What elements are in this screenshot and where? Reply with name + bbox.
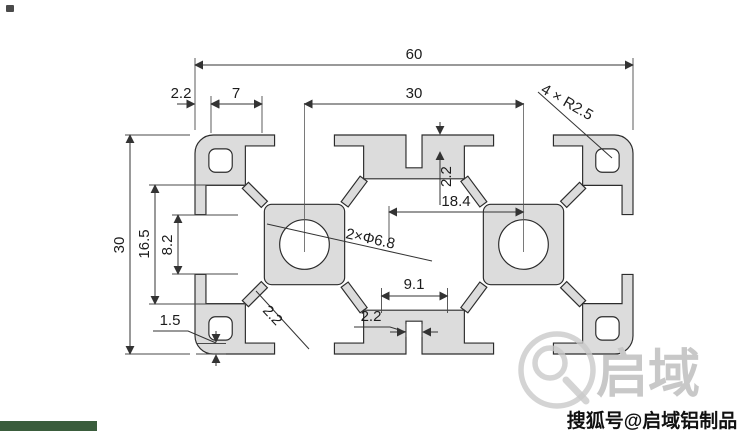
dim-hole-spacing: 30 — [303, 85, 525, 252]
dim-label-lip-thickness: 1.5 — [160, 312, 181, 329]
dim-label-tab-width: 7 — [232, 85, 240, 102]
dim-slot-wall: 2.2 — [255, 290, 310, 350]
green-bar — [0, 421, 97, 431]
dim-cavity-width: 18.4 — [388, 193, 525, 242]
profile-webs — [241, 175, 587, 314]
dim-bottom-block: 9.1 — [380, 276, 449, 313]
watermark-brand-text: 启域 — [596, 344, 700, 405]
dim-label-slot-wall: 2.2 — [259, 302, 286, 329]
dim-tab-width: 7 — [210, 85, 263, 133]
dim-label-cavity-width: 18.4 — [441, 193, 470, 210]
dim-label-slot-opening: 8.2 — [159, 235, 176, 256]
center-top-plate — [333, 134, 495, 180]
page-corner-mark — [6, 5, 14, 12]
corner-hole-top-right — [595, 148, 620, 173]
dim-label-hole-spacing: 30 — [406, 85, 423, 102]
corner-hole-top-left — [208, 148, 233, 173]
dim-label-slot-cavity: 16.5 — [136, 229, 153, 258]
footer-credit: 搜狐号@启域铝制品 — [567, 409, 738, 431]
center-bottom-plate — [333, 309, 495, 355]
corner-hole-bottom-right — [595, 316, 620, 341]
watermark-logo: 启域 — [518, 331, 700, 409]
dim-slot-opening: 8.2 — [159, 214, 238, 275]
dim-lip-thickness: 1.5 — [153, 312, 226, 366]
dim-plate-thickness: 2.2 — [435, 122, 455, 205]
dim-label-groove-width: 2.2 — [361, 308, 382, 325]
dim-slot-cavity: 16.5 — [136, 184, 246, 305]
corner-hole-bottom-left — [208, 316, 233, 341]
dim-label-overall-width: 60 — [406, 46, 423, 63]
dim-wall-thickness-top: 2.2 — [171, 85, 228, 133]
dim-label-plate-thickness: 2.2 — [438, 166, 455, 187]
dim-groove-width: 2.2 — [354, 308, 438, 337]
dim-label-bottom-block: 9.1 — [404, 276, 425, 293]
dim-label-overall-height: 30 — [111, 237, 128, 254]
dim-overall-height: 30 — [111, 134, 190, 355]
dim-overall-width: 60 — [194, 46, 634, 130]
dim-label-wall-thickness-top: 2.2 — [171, 85, 192, 102]
q-logo-icon — [518, 331, 596, 409]
profile-cross-section — [194, 134, 634, 355]
